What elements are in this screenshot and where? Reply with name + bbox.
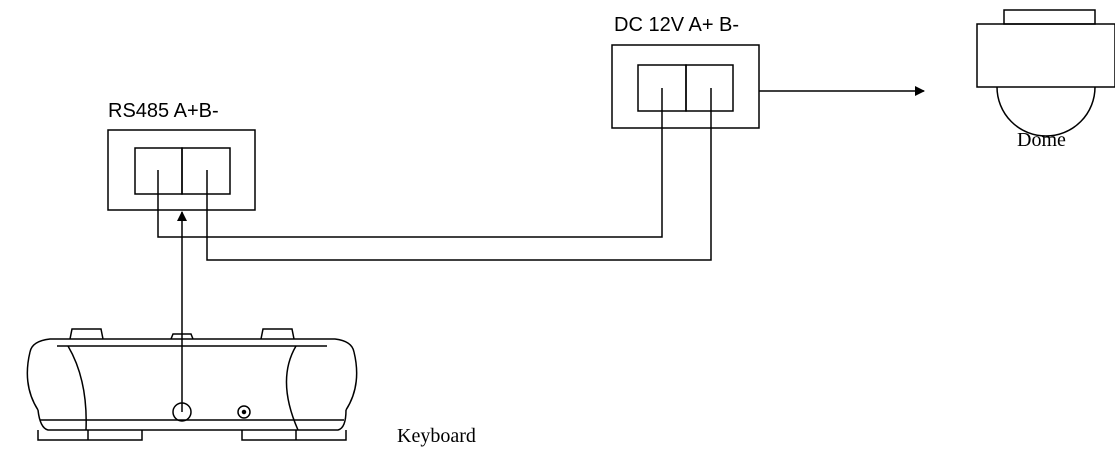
dome-label: Dome (1017, 129, 1066, 151)
wire-b (206, 88, 712, 261)
keyboard-label: Keyboard (397, 425, 476, 447)
keyboard-icon (26, 328, 358, 441)
dc12v-terminal-block (611, 44, 760, 129)
wire-a (157, 88, 663, 238)
dc12v-terminal-b (685, 64, 734, 112)
dome-camera-icon (976, 9, 1115, 137)
rs485-housing (107, 129, 256, 211)
dc12v-housing (611, 44, 760, 129)
dc12v-label: DC 12V A+ B- (614, 14, 739, 36)
rs485-label: RS485 A+B- (108, 100, 219, 122)
rs485-terminal-b (181, 147, 231, 195)
rs485-terminal-block (107, 129, 256, 211)
